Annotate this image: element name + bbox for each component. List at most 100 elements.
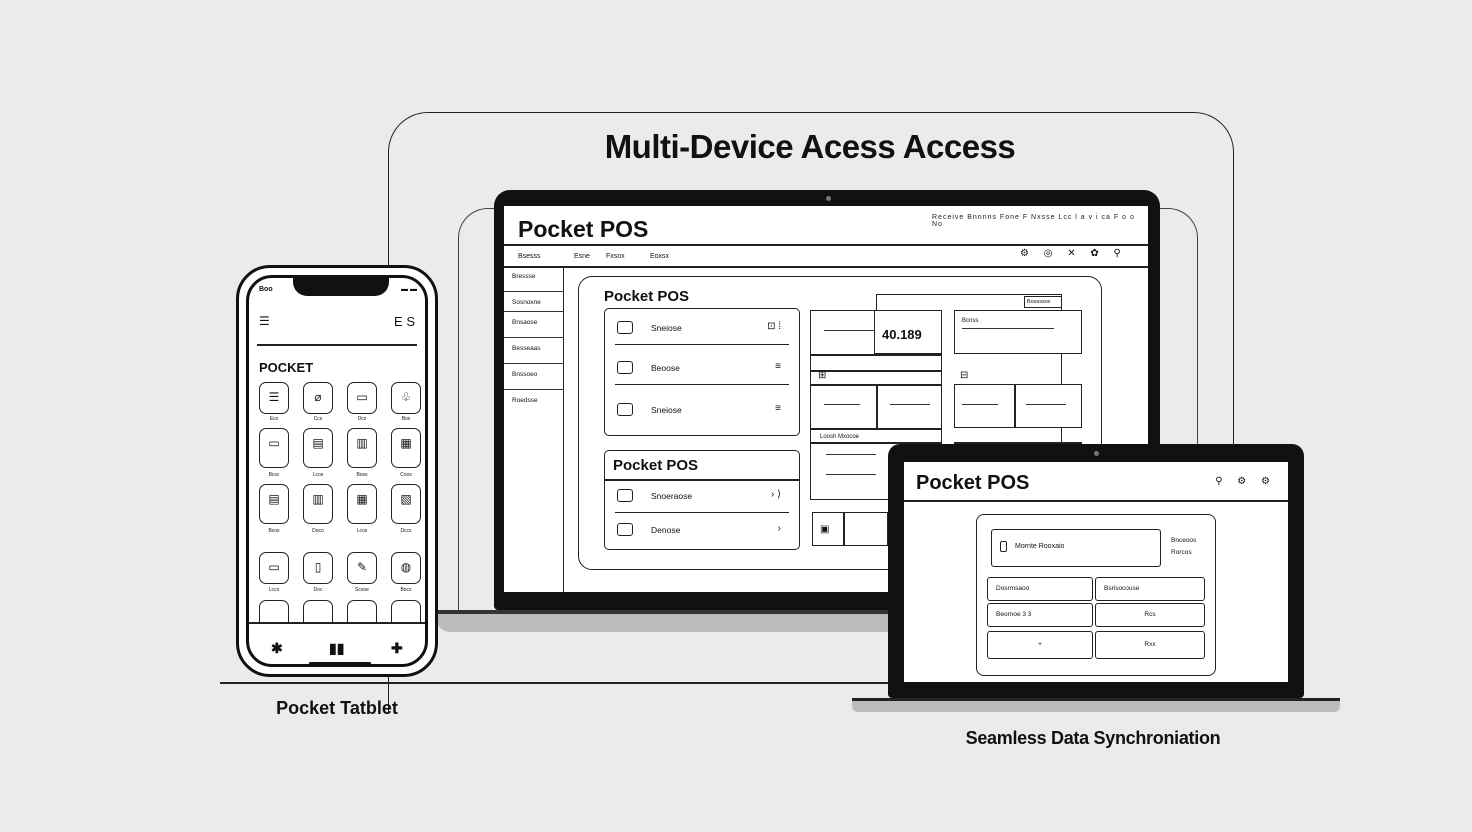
menu-tile[interactable]: ✎ (347, 552, 377, 584)
action-button[interactable]: Dosrmsaoo (987, 577, 1093, 601)
phone-app-title: POCKET (259, 360, 314, 375)
menu-tile-partial[interactable] (347, 600, 377, 622)
menu-tile-partial[interactable] (391, 600, 421, 622)
action-button[interactable]: Bsrisocouse (1095, 577, 1205, 601)
tablet-camera (1094, 451, 1099, 456)
side-text: Bnceoos (1171, 537, 1197, 544)
tile-label: Dccs (400, 528, 412, 534)
menu-tile-partial[interactable] (303, 600, 333, 622)
laptop-top-nav[interactable]: Receive Bnnnns Fone F Nxsse Lcc l a v i … (932, 214, 1135, 228)
list-item[interactable]: Denose › (615, 515, 789, 547)
tile-label: Lcos (312, 472, 324, 478)
tile-label: Coos (400, 472, 412, 478)
sidebar-item[interactable]: Bressse (504, 266, 564, 292)
tile-label: Boss (356, 472, 368, 478)
menu-tile[interactable]: ▥ (347, 428, 377, 468)
ground-line (220, 682, 900, 684)
card-title: Pocket POS (613, 457, 699, 474)
tile-label: Ccs (313, 416, 323, 422)
subnav-item[interactable]: Eoxsx (650, 253, 670, 260)
amount-box (874, 310, 942, 354)
tile-label: Lcos (356, 528, 368, 534)
phone-caption: Pocket Tatblet (276, 698, 398, 718)
tablet-device: Pocket POS ⚲ ⚙ ⚙ Mornte Rooxaio Bnceoos … (888, 444, 1304, 698)
action-button[interactable]: Rcs (1095, 603, 1205, 627)
device-icon (617, 523, 633, 536)
sidebar-item[interactable]: Roedsse (512, 397, 538, 404)
phone-status-icons: ▬ ▬ (401, 286, 417, 293)
action-button[interactable]: Rxx (1095, 631, 1205, 659)
summary-box (954, 310, 1082, 354)
menu-tile[interactable]: ⌀ (303, 382, 333, 414)
tile-label: Eco (269, 416, 279, 422)
menu-tile[interactable]: ▭ (259, 552, 289, 584)
subnav-item[interactable]: Bsesss (518, 253, 541, 260)
pos-card: Pocket POS Snoeraose › ⟩ Denose › (604, 450, 800, 550)
tab-asterisk-icon[interactable]: ✱ (271, 640, 283, 656)
menu-tile[interactable]: ▤ (259, 484, 289, 524)
menu-tile[interactable]: ▦ (347, 484, 377, 524)
laptop-sub-nav: Bsesss Esne Fxsox Eoxsx (504, 250, 1148, 266)
remote-button-label: Mornte Rooxaio (1015, 543, 1065, 550)
card-title: Pocket POS (604, 288, 690, 305)
add-button[interactable]: + (987, 631, 1093, 659)
subnav-item[interactable]: Esne (574, 253, 590, 260)
phone-tabbar-rule (249, 622, 425, 624)
hamburger-menu-icon[interactable]: ☰ (259, 314, 270, 328)
small-label: Bcnss (962, 318, 979, 324)
screen-icon (617, 403, 633, 416)
dashboard-tab[interactable]: Bossssox (1024, 296, 1062, 308)
list-item[interactable]: Sneiose ⊡ ⁞ (615, 313, 789, 345)
phone-notch (293, 278, 389, 296)
page-headline: Multi-Device Acess Access (604, 128, 1016, 165)
phone-screen: Boo ▬ ▬ ☰ E S POCKET ☰ ⌀ ▭ ♧ Eco Ccs Dcs… (246, 275, 428, 667)
list-item[interactable]: Snoeraose › ⟩ (615, 481, 789, 513)
subnav-item[interactable]: Fxsox (606, 253, 625, 260)
menu-tile[interactable]: ♧ (391, 382, 421, 414)
menu-tile-partial[interactable] (259, 600, 289, 622)
small-label: Loosh Mxocoe (820, 434, 860, 440)
phone-header-rule (257, 344, 417, 346)
tablet-caption: Seamless Data Synchroniation (965, 728, 1221, 748)
tablet-screen: Pocket POS ⚲ ⚙ ⚙ Mornte Rooxaio Bnceoos … (904, 462, 1288, 682)
tile-label: Doc (313, 587, 323, 593)
menu-tile[interactable]: ▭ (347, 382, 377, 414)
calc-icon: ▣ (820, 524, 830, 535)
menu-tile[interactable]: ▯ (303, 552, 333, 584)
sidebar-item[interactable]: Bnssoeo (504, 364, 564, 390)
tablet-sync-panel: Mornte Rooxaio Bnceoos Rorcos Dosrmsaoo … (976, 514, 1216, 676)
services-card: Sneiose ⊡ ⁞ Beoose ≡ Sneiose ≡ (604, 308, 800, 436)
menu-tile[interactable]: ◍ (391, 552, 421, 584)
tile-label: Bcos (268, 528, 280, 534)
list-item[interactable]: Sneiose ≡ (615, 395, 789, 427)
menu-tile[interactable]: ▥ (303, 484, 333, 524)
summary-box (954, 384, 1082, 428)
tab-plus-icon[interactable]: ✚ (391, 640, 403, 656)
tablet-app-title: Pocket POS (916, 472, 1030, 494)
menu-tile[interactable]: ☰ (259, 382, 289, 414)
list-item[interactable]: Beoose ≡ (615, 353, 789, 385)
sidebar-item[interactable]: Sosnoxne (504, 292, 564, 312)
laptop-screen: Pocket POS Receive Bnnnns Fone F Nxsse L… (504, 206, 1148, 592)
menu-tile[interactable]: ▭ (259, 428, 289, 468)
tile-label: Dcs (357, 416, 367, 422)
chart-icon: ⊞ (818, 370, 827, 381)
sidebar-item[interactable]: Bnsaose (504, 312, 564, 338)
laptop-header-icons[interactable]: ⚙ ◎ ✕ ✿ ⚲ (1020, 248, 1127, 259)
menu-tile[interactable]: ▦ (391, 428, 421, 468)
tab-pause-icon[interactable]: ▮▮ (329, 640, 345, 656)
phone-icon (617, 489, 633, 502)
sidebar-item[interactable]: Besseaas (504, 338, 564, 364)
laptop-subnav-rule (504, 266, 1148, 268)
menu-tile[interactable]: ▤ (303, 428, 333, 468)
laptop-camera (826, 196, 831, 201)
remote-button[interactable]: Mornte Rooxaio (991, 529, 1161, 567)
phone-icon (1000, 540, 1007, 552)
tablet-header-icons[interactable]: ⚲ ⚙ ⚙ (1215, 476, 1276, 487)
tablet-base (852, 698, 1340, 712)
tile-label: Lcco (268, 587, 280, 593)
menu-tile[interactable]: ▧ (391, 484, 421, 524)
action-button[interactable]: Beornoe 3 3 (987, 603, 1093, 627)
phone-header-actions[interactable]: E S (394, 314, 415, 329)
home-indicator[interactable] (309, 662, 371, 664)
